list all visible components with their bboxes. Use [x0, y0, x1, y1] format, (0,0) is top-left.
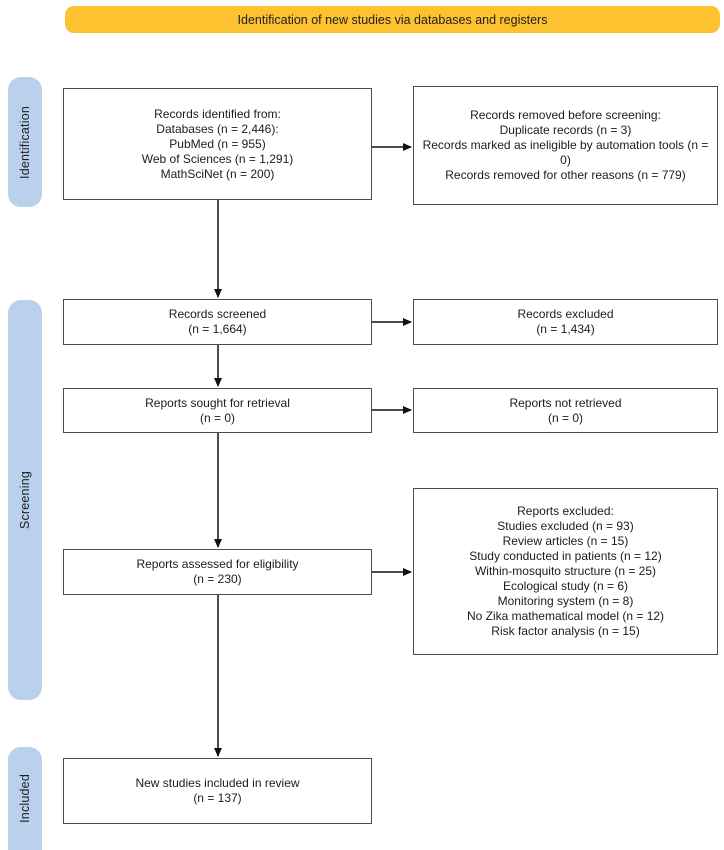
stage-label-screening-text: Screening	[18, 470, 32, 530]
box-reports-sought-for-retrieval: Reports sought for retrieval (n = 0)	[63, 388, 372, 433]
stage-label-included: Included	[8, 747, 42, 850]
box-new-studies-included: New studies included in review (n = 137)	[63, 758, 372, 824]
box-reports-excluded: Reports excluded: Studies excluded (n = …	[413, 488, 718, 655]
title-banner: Identification of new studies via databa…	[65, 6, 720, 33]
box-reports-not-retrieved: Reports not retrieved (n = 0)	[413, 388, 718, 433]
box-records-removed-before-screening: Records removed before screening: Duplic…	[413, 86, 718, 205]
box-reports-assessed-for-eligibility: Reports assessed for eligibility (n = 23…	[63, 549, 372, 595]
box-records-identified: Records identified from: Databases (n = …	[63, 88, 372, 200]
stage-label-identification: Identification	[8, 77, 42, 207]
stage-label-identification-text: Identification	[18, 105, 32, 179]
box-records-excluded: Records excluded (n = 1,434)	[413, 299, 718, 345]
stage-label-screening: Screening	[8, 300, 42, 700]
stage-label-included-text: Included	[18, 774, 32, 823]
box-records-screened: Records screened (n = 1,664)	[63, 299, 372, 345]
